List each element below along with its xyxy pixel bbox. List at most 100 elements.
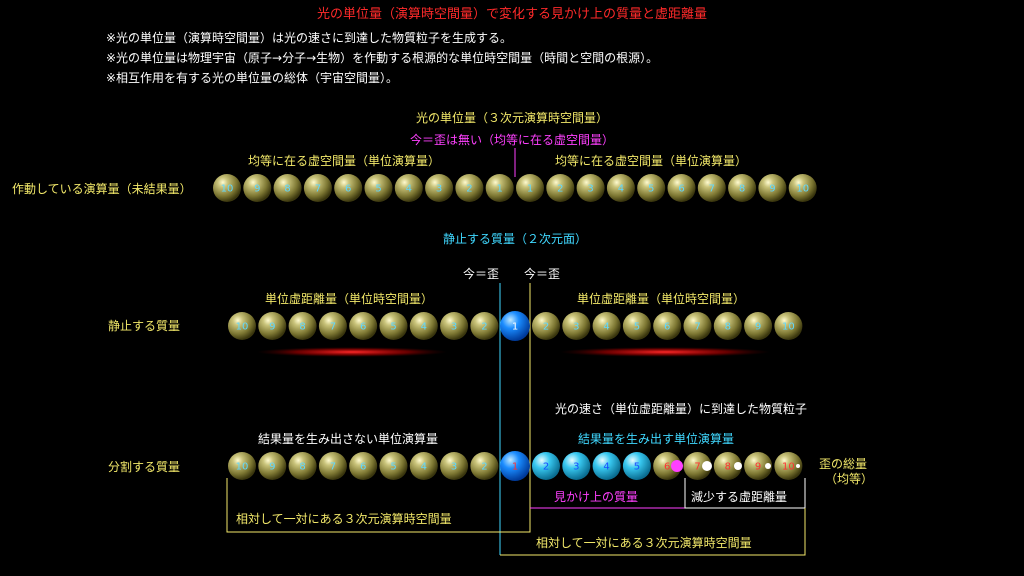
- row3-ball-center-number: 1: [512, 462, 518, 473]
- row1-ball-right-10: 10: [788, 174, 817, 202]
- row2-ball-right-5-number: 5: [634, 322, 640, 333]
- row1-ball-right-7: 7: [697, 174, 726, 202]
- row1-ball-right-5-number: 5: [648, 184, 654, 195]
- row3-ball-left-10-number: 10: [236, 462, 249, 473]
- row1-ball-right-8-number: 8: [739, 184, 745, 195]
- row2-ball-right-6-circle: [653, 312, 682, 340]
- row2-ball-right-9-number: 9: [755, 322, 761, 333]
- row2-ball-right-4: 4: [592, 312, 621, 340]
- row1-row-label: 作動している演算量（未結果量）: [12, 182, 192, 196]
- row1-ball-right-2: 2: [546, 174, 575, 202]
- row2-ball-right-2-number: 2: [543, 322, 549, 333]
- row3-ball-right-5-number: 5: [634, 462, 640, 473]
- row3-ball-left-7: 7: [318, 452, 347, 480]
- row2-ball-left-7-number: 7: [330, 322, 336, 333]
- row1-ball-left-8-number: 8: [284, 184, 290, 195]
- row3-ball-right-6-number: 6: [664, 462, 670, 473]
- row2-ball-right-6-number: 6: [664, 322, 670, 333]
- row2-ball-center: 1: [500, 311, 530, 341]
- row2-ball-right-3-circle: [562, 312, 591, 340]
- row3-ball-center-circle: [500, 451, 530, 481]
- row2-left-label: 単位虚距離量（単位時空間量）: [265, 292, 434, 306]
- row2-ball-left-6-number: 6: [360, 322, 366, 333]
- row2-ball-right-5-circle: [622, 312, 651, 340]
- row2-ball-left-6-circle: [349, 312, 378, 340]
- row2-ball-left-9: 9: [258, 312, 287, 340]
- particle-dot-1: [702, 461, 712, 471]
- row3-ball-right-2-number: 2: [543, 462, 549, 473]
- row2-ball-right-2: 2: [532, 312, 560, 340]
- row3-ball-left-5-number: 5: [390, 462, 396, 473]
- row2-ball-right-4-number: 4: [603, 322, 609, 333]
- apparent-mass-label: 見かけ上の質量: [554, 490, 639, 504]
- row3-ball-left-7-circle: [318, 452, 347, 480]
- row2-ball-right-4-circle: [592, 312, 621, 340]
- row2-ball-left-5-number: 5: [390, 322, 396, 333]
- row1-ball-left-9-number: 9: [254, 184, 260, 195]
- row2-ball-right-8-number: 8: [725, 322, 731, 333]
- row2-ball-left-9-circle: [258, 312, 287, 340]
- row1-ball-left-3: 3: [425, 174, 454, 202]
- row3-ball-right-6-circle: [653, 452, 682, 480]
- row2-ball-right-7-number: 7: [694, 322, 700, 333]
- row2-ball-left-10-number: 10: [236, 322, 249, 333]
- row1-ball-left-6-circle: [334, 174, 363, 202]
- row2-ball-left-7-circle: [318, 312, 347, 340]
- row2-ball-left-3: 3: [440, 312, 469, 340]
- row1-ball-right-9-number: 9: [769, 184, 775, 195]
- row3-ball-left-3: 3: [440, 452, 469, 480]
- row3-ball-left-3-number: 3: [451, 462, 457, 473]
- row3-ball-left-9-number: 9: [269, 462, 275, 473]
- row2-ball-right-9: 9: [744, 312, 773, 340]
- row1-ball-left-2: 2: [455, 174, 484, 202]
- row3-ball-right-4: 4: [592, 452, 621, 480]
- row2-ball-left-2: 2: [470, 312, 499, 340]
- row3-ball-left-2-circle: [470, 452, 499, 480]
- row2-now-left: 今＝歪: [463, 267, 500, 281]
- row2-heading: 静止する質量（２次元面）: [442, 232, 587, 246]
- row3-ball-right-10-number: 10: [782, 462, 795, 473]
- row1-ball-left-4: 4: [394, 174, 423, 202]
- row1-ball-right-4-circle: [606, 174, 635, 202]
- row2-ball-right-10-circle: [774, 312, 803, 340]
- row2-ball-left-10-circle: [228, 312, 256, 340]
- row3-ball-right-8: 8: [713, 452, 742, 480]
- right-distortion-glow: [560, 347, 770, 357]
- row2-ball-right-5: 5: [622, 312, 651, 340]
- row1-ball-right-10-number: 10: [796, 184, 809, 195]
- row3-ball-left-8-number: 8: [299, 462, 305, 473]
- row2-ball-right-7: 7: [683, 312, 712, 340]
- total-distortion-sub: （均等）: [825, 472, 874, 486]
- relative-pair-right-bracket: [500, 508, 806, 556]
- row1-ball-right-8-circle: [728, 174, 757, 202]
- row3-ball-right-3: 3: [562, 452, 591, 480]
- decreasing-distance-bracket: [684, 478, 806, 509]
- row1-ball-left-2-number: 2: [466, 184, 472, 195]
- row1-ball-right-1-number: 1: [527, 184, 533, 195]
- row3-ball-right-7-number: 7: [694, 462, 700, 473]
- particle-dot-2: [734, 462, 742, 470]
- row2-ball-center-circle: [500, 311, 530, 341]
- row3-ball-left-4-number: 4: [421, 462, 427, 473]
- row1-now-label: 今＝歪は無い（均等に在る虚空間量）: [409, 133, 614, 147]
- row3-ball-right-6: 6: [653, 452, 682, 480]
- page-title: 光の単位量（演算時空間量）で変化する見かけ上の質量と虚距離量: [316, 7, 707, 22]
- row3-ball-right-3-circle: [562, 452, 591, 480]
- row1-ball-right-7-circle: [697, 174, 726, 202]
- row3-ball-right-10-circle: [774, 452, 803, 480]
- row2-ball-right-6: 6: [653, 312, 682, 340]
- total-distortion-label: 歪の総量: [819, 457, 868, 471]
- row2-ball-right-9-circle: [744, 312, 773, 340]
- row3-ball-right-9-number: 9: [755, 462, 761, 473]
- particle-dot-magenta: [671, 460, 683, 472]
- row2-ball-left-4: 4: [409, 312, 438, 340]
- row1-ball-left-10: 10: [213, 174, 241, 202]
- row2-ball-left-3-circle: [440, 312, 469, 340]
- row2-ball-left-8-number: 8: [299, 322, 305, 333]
- row3-ball-left-5: 5: [379, 452, 408, 480]
- row3-ball-right-8-circle: [713, 452, 742, 480]
- row2-ball-right-8-circle: [713, 312, 742, 340]
- row2-ball-right-3: 3: [562, 312, 591, 340]
